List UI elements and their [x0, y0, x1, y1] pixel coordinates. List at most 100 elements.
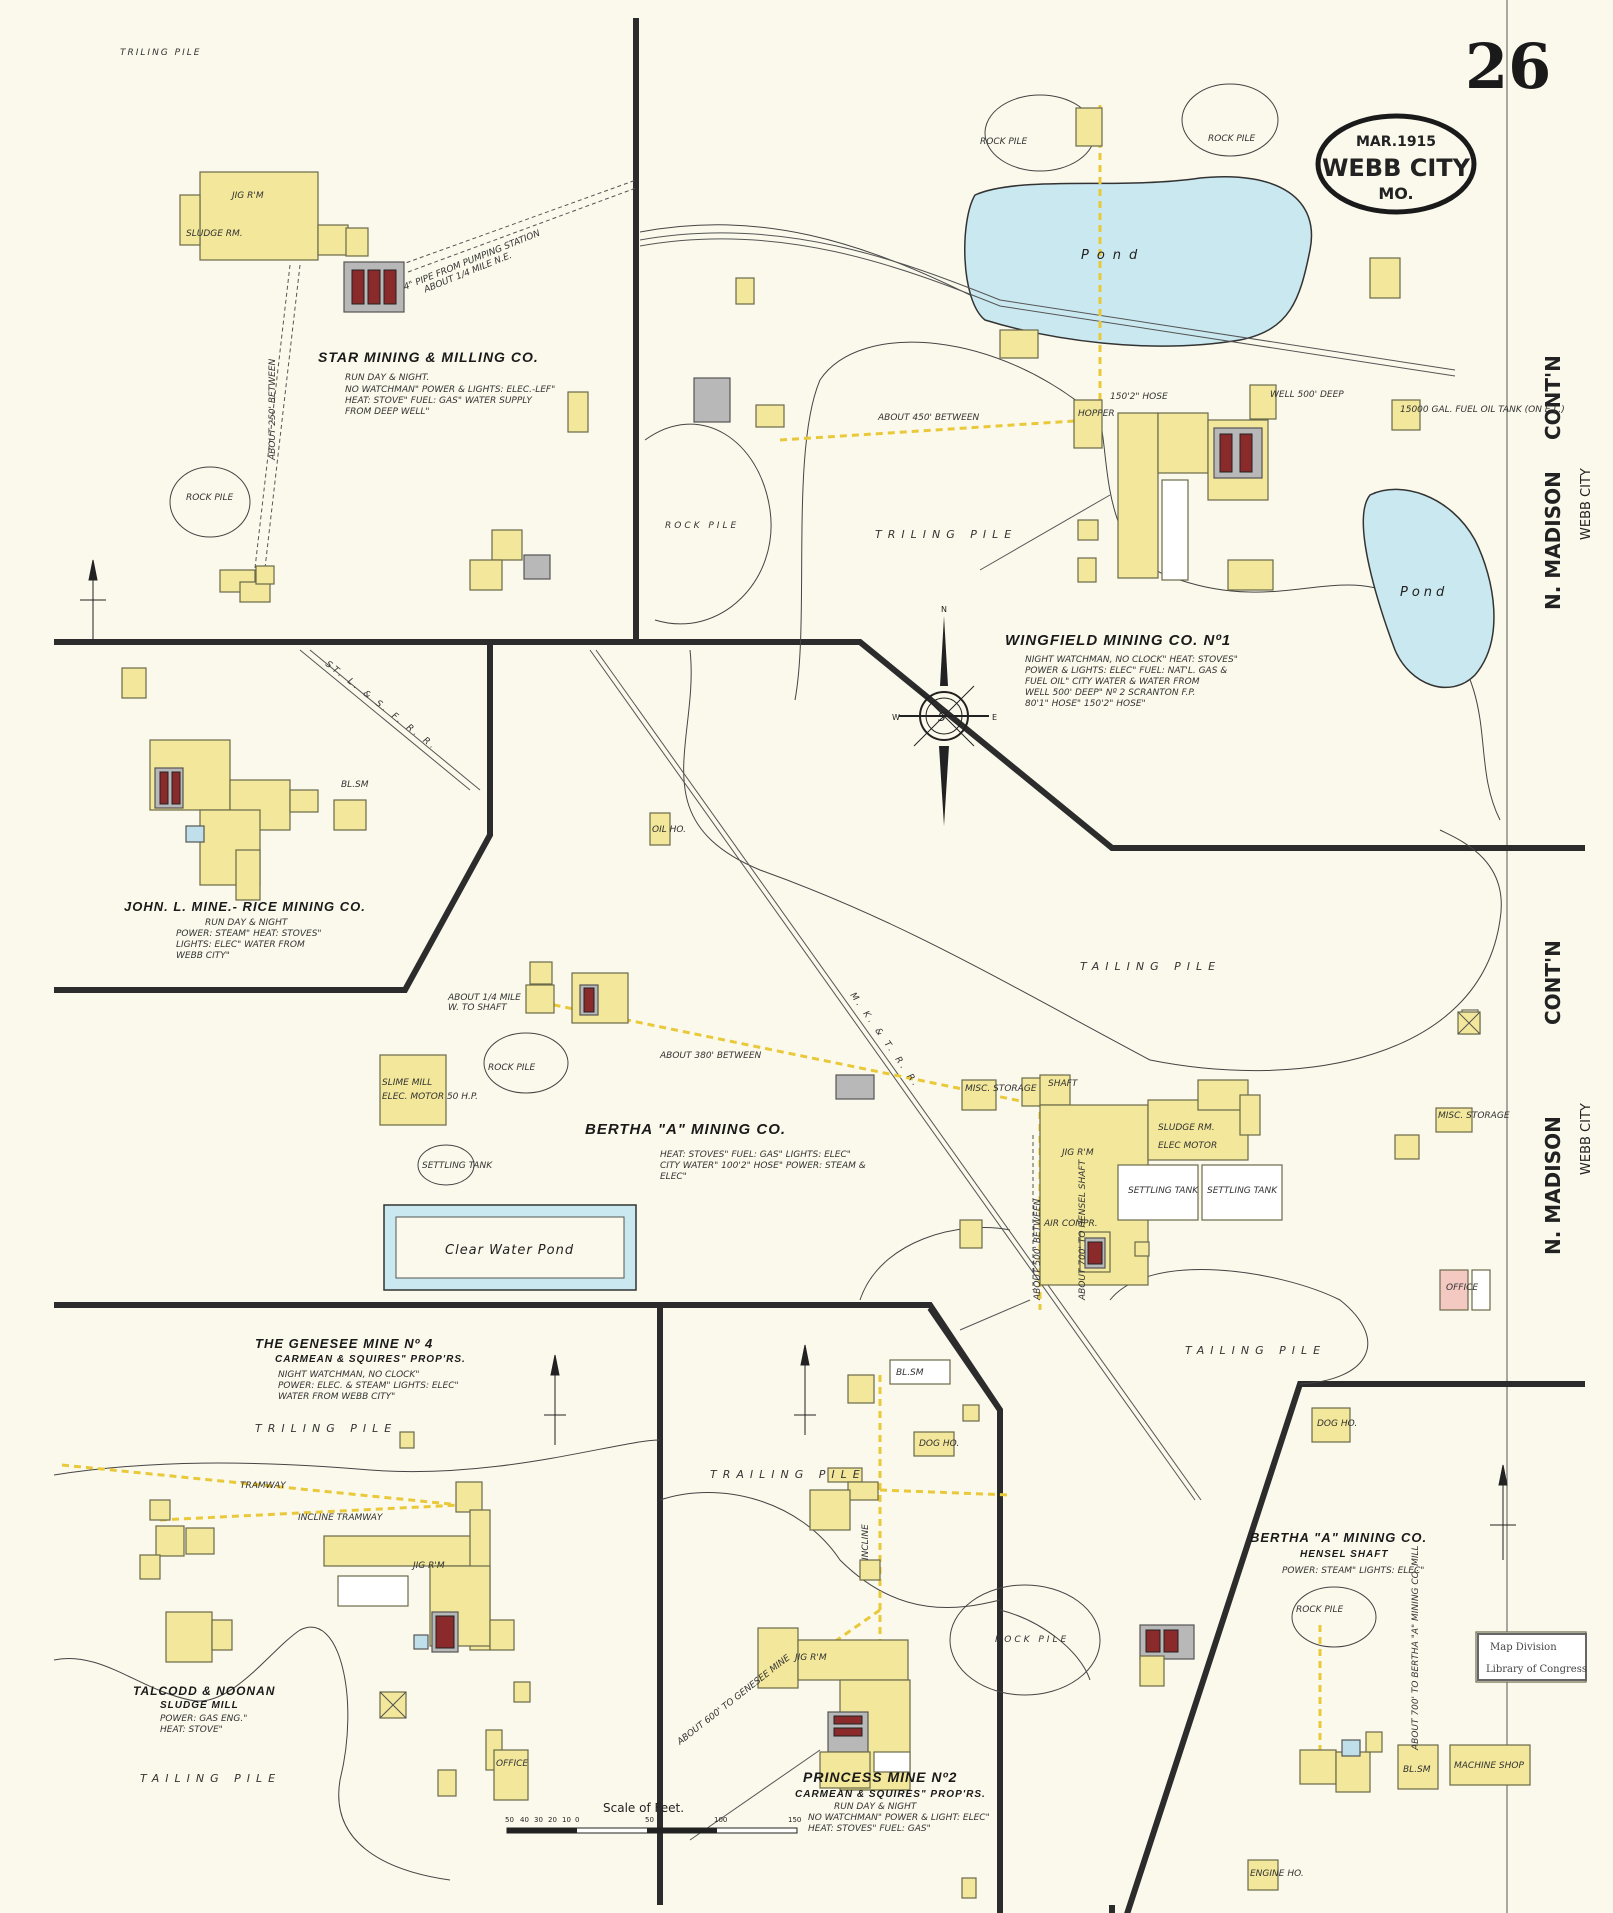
distance-note: ABOUT 450' BETWEEN	[877, 413, 980, 423]
property-note: FUEL OIL" CITY WATER & WATER FROM	[1025, 677, 1200, 687]
building-label: DOG HO.	[1317, 1419, 1357, 1429]
street-sub: WEBB CITY	[1579, 468, 1594, 540]
building-label: ELEC. MOTOR 50 H.P.	[382, 1092, 478, 1102]
pond-label: Pond	[1081, 248, 1145, 263]
svg-text:E: E	[992, 713, 997, 722]
pile-label: TAILING PILE	[1080, 960, 1221, 973]
princess-mine-buildings	[757, 1359, 977, 1899]
tailing-pile-contours	[53, 83, 1502, 1881]
building-label: OFFICE	[496, 1759, 528, 1769]
building-label: AIR COMPR.	[1043, 1219, 1098, 1229]
pile-label: TRILING PILE	[255, 1422, 397, 1435]
distance-note: 150'2" HOSE	[1110, 392, 1168, 402]
scale-tick: 0	[575, 1816, 579, 1824]
pile-label: ROCK PILE	[665, 521, 739, 531]
pile-label: TRILING PILE	[120, 48, 201, 58]
property-name: TALCODD & NOONAN	[133, 1684, 275, 1698]
property-name: STAR MINING & MILLING CO.	[318, 349, 539, 365]
wingfield-mining-label: WINGFIELD MINING CO. Nº1 NIGHT WATCHMAN,…	[1005, 632, 1238, 709]
property-sub: SLUDGE MILL	[160, 1700, 239, 1711]
pile-label: ROCK PILE	[186, 493, 233, 503]
property-note: HEAT: STOVE" FUEL: GAS" WATER SUPPLY	[345, 396, 533, 406]
scale-tick: 50	[505, 1816, 514, 1824]
stamp-line: Map Division	[1490, 1642, 1557, 1653]
sheet-date: MAR.1915	[1356, 134, 1436, 150]
property-note: LIGHTS: ELEC" WATER FROM	[176, 940, 305, 950]
building-label: ENGINE HO.	[1250, 1869, 1304, 1879]
distance-note: ABOUT 1/4 MILE	[447, 993, 521, 1003]
building-label: MISC. STORAGE	[1438, 1111, 1510, 1121]
scale-tick: 30	[534, 1816, 543, 1824]
area-labels: TRILING PILE TRILING PILE TAILING PILE T…	[120, 48, 1524, 1879]
property-note: ELEC"	[660, 1172, 687, 1182]
hensel-shaft-buildings	[1139, 1407, 1587, 1891]
star-mining-buildings	[179, 171, 589, 603]
property-note: NIGHT WATCHMAN, NO CLOCK" HEAT: STOVES"	[1025, 655, 1238, 665]
building-label: SETTLING TANK	[1207, 1186, 1278, 1196]
property-name: JOHN. L. MINE.- RICE MINING CO.	[124, 899, 366, 914]
pile-label: ROCK PILE	[1296, 1605, 1343, 1615]
genesee-mine-buildings	[139, 1431, 531, 1801]
building-label: MISC. STORAGE	[965, 1084, 1037, 1094]
property-note: POWER: GAS ENG."	[160, 1714, 247, 1724]
pile-label: ROCK PILE	[1208, 134, 1255, 144]
property-note: RUN DAY & NIGHT	[834, 1802, 918, 1812]
property-note: NO WATCHMAN" POWER & LIGHT: ELEC"	[808, 1813, 990, 1823]
compass-rose-icon: W E N S	[892, 605, 997, 826]
star-mining-label: STAR MINING & MILLING CO. RUN DAY & NIGH…	[318, 349, 555, 417]
scale-tick: 100	[714, 1816, 727, 1824]
building-label: INCLINE TRAMWAY	[298, 1513, 384, 1523]
pile-label: TAILING PILE	[140, 1772, 281, 1785]
scale-bar: Scale of Feet. 50 40 30 20 10 0 50 100 1…	[505, 1801, 801, 1834]
property-note: POWER: STEAM" HEAT: STOVES"	[176, 929, 322, 939]
stamp-line: Library of Congress	[1486, 1664, 1587, 1675]
property-note: HEAT: STOVES" FUEL: GAS"	[808, 1824, 931, 1834]
property-note: RUN DAY & NIGHT	[205, 918, 289, 928]
property-note: WATER FROM WEBB CITY"	[278, 1392, 395, 1402]
talcodd-noonan-label: TALCODD & NOONAN SLUDGE MILL POWER: GAS …	[133, 1684, 275, 1735]
svg-text:N: N	[941, 605, 947, 614]
building-label: SLIME MILL	[382, 1078, 432, 1088]
distance-note-rotated: ABOUT 700' TO HENSEL SHAFT	[1078, 1158, 1088, 1301]
property-name: PRINCESS MINE Nº2	[803, 1769, 957, 1785]
scale-tick: 40	[520, 1816, 529, 1824]
north-arrow-icon	[80, 559, 1516, 1560]
street-label-north: N. MADISON CONT'N WEBB CITY	[1541, 355, 1594, 610]
building-label: SLUDGE RM.	[186, 229, 243, 239]
hensel-shaft-label: BERTHA "A" MINING CO. HENSEL SHAFT POWER…	[1250, 1530, 1426, 1576]
building-label: HOPPER	[1078, 409, 1115, 419]
pile-label: TRILING PILE	[875, 528, 1017, 541]
distance-note: WELL 500' DEEP	[1270, 390, 1344, 400]
pond-label: Pond	[1400, 585, 1448, 600]
building-label: JIG R'M	[793, 1653, 827, 1663]
block-boundaries	[54, 18, 1585, 1913]
pile-label: ROCK PILE	[980, 137, 1027, 147]
property-note: CITY WATER" 100'2" HOSE" POWER: STEAM &	[660, 1161, 866, 1171]
building-label: DOG HO.	[919, 1439, 959, 1449]
svg-text:W: W	[892, 713, 900, 722]
scale-tick: 10	[562, 1816, 571, 1824]
distance-note: ABOUT 700' TO BERTHA "A" MINING CO. MILL	[1411, 1545, 1421, 1751]
city-seal: MAR.1915 WEBB CITY MO.	[1315, 113, 1477, 215]
building-label: OIL HO.	[652, 825, 686, 835]
building-label: SETTLING TANK	[422, 1161, 493, 1171]
library-stamp: Map Division Library of Congress	[1477, 1633, 1587, 1681]
pond-east	[1362, 488, 1495, 689]
distance-note: W. TO SHAFT	[448, 1003, 508, 1013]
distance-note: 15000 GAL. FUEL OIL TANK (ON E.L.)	[1400, 405, 1565, 415]
property-name: WINGFIELD MINING CO. Nº1	[1005, 632, 1231, 649]
building-label: BL.SM	[896, 1368, 924, 1378]
sheet-state: MO.	[1378, 184, 1413, 203]
distance-notes: ABOUT 450' BETWEEN ABOUT 380' BETWEEN AB…	[447, 390, 1565, 1061]
street-name: N. MADISON	[1541, 1116, 1565, 1255]
john-l-mine-buildings	[121, 667, 671, 901]
scale-tick: 20	[548, 1816, 557, 1824]
property-note: 80'1" HOSE" 150'2" HOSE"	[1025, 699, 1146, 709]
sheet-number: 26	[1465, 30, 1551, 103]
property-note: WELL 500' DEEP" Nº 2 SCRANTON F.P.	[1025, 688, 1195, 698]
incline-text: INCLINE	[861, 1524, 871, 1560]
property-note: NO WATCHMAN" POWER & LIGHTS: ELEC.-LEF"	[345, 385, 555, 395]
building-label: ELEC MOTOR	[1158, 1141, 1217, 1151]
